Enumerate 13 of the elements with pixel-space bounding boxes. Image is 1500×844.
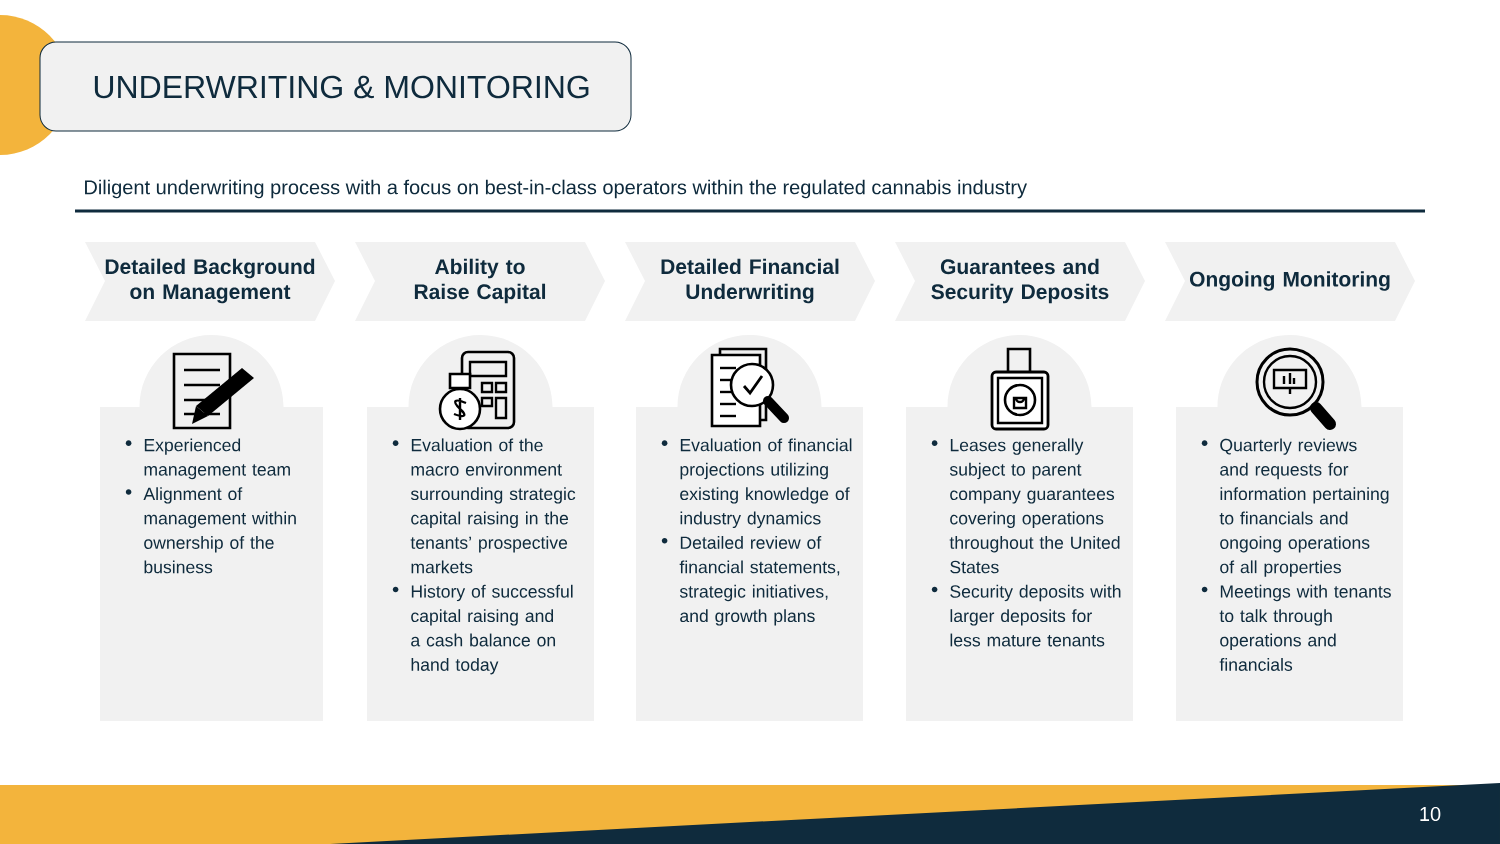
chevron-step: Detailed Background on Management bbox=[85, 242, 335, 321]
page-number: 10 bbox=[1420, 806, 1441, 822]
text-card: Experienced management team Alignment of management within ownership of the business bbox=[100, 335, 323, 721]
text-card: Evaluation of financial projections utilizing existing knowledge of industry dynamics Detailed review of financial statements, strategic initiatives, and growth plans bbox=[636, 335, 863, 721]
subtitle: Diligent underwriting process with a focus on best-in-class operators within the regulated cannabis industry bbox=[85, 179, 1027, 199]
text-card: Leases generally subject to parent company guarantees covering operations throughout the United States Security deposits with larger deposits for less mature tenants bbox=[906, 335, 1133, 721]
chevron-step: Detailed Financial Underwriting bbox=[625, 242, 875, 321]
chevron-step: Guarantees and Security Deposits bbox=[895, 242, 1145, 321]
title-banner: UNDERWRITING & MONITORING bbox=[39, 41, 632, 132]
text-card: Evaluation of the macro environment surrounding strategic capital raising in the tenants’ prospective markets History of successful capital raising and a cash balance on hand today bbox=[367, 335, 594, 721]
chevron-step: Ongoing Monitoring bbox=[1165, 242, 1415, 321]
text-card: Quarterly reviews and requests for information pertaining to financials and ongoing operations of all properties Meetings with tenants to talk through operations and financials bbox=[1176, 335, 1403, 721]
chevron-step: Ability to Raise Capital bbox=[355, 242, 605, 321]
